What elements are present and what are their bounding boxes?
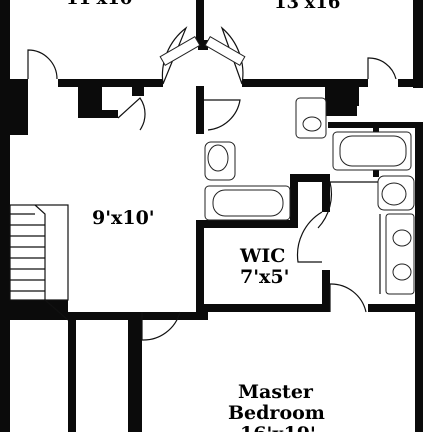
room-label-wic-size: 7'x5' xyxy=(240,266,289,288)
room-label-master-size: 16'x19' xyxy=(240,423,316,432)
room-label-loft-size: 9'x10' xyxy=(92,207,155,229)
room-label-wic-name: WIC xyxy=(239,245,285,267)
bathroom-fixtures xyxy=(204,97,415,295)
room-label-master-line2: Bedroom xyxy=(228,402,325,424)
room-label-top-right-size: 13'x16 xyxy=(274,0,340,13)
room-label-top-left-size: 11'x10 xyxy=(66,0,132,9)
stairs xyxy=(9,204,69,321)
room-label-master-line1: Master xyxy=(238,381,314,403)
doors xyxy=(27,26,397,341)
